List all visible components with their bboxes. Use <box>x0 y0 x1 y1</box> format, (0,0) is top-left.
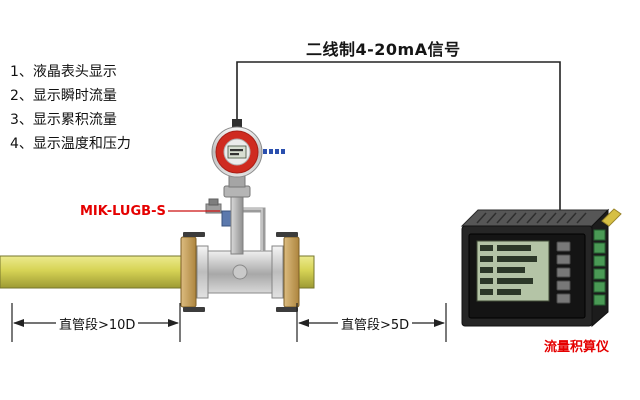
feature-item-4: 4、显示温度和压力 <box>10 136 131 152</box>
flowmeter-body <box>196 245 284 299</box>
feature-item-2: 2、显示瞬时流量 <box>10 88 117 104</box>
flowmeter-head <box>211 119 285 178</box>
head-buttons <box>263 149 285 154</box>
downstream-dimension-label: 直管段>5D <box>338 314 413 333</box>
vent-slots <box>476 212 587 224</box>
feature-list: 1、液晶表头显示 2、显示瞬时流量 3、显示累积流量 4、显示温度和压力 <box>10 60 131 156</box>
signal-wire-connector <box>601 208 622 227</box>
signal-wire <box>236 61 561 212</box>
feature-item-1: 1、液晶表头显示 <box>10 64 117 80</box>
feature-item-3: 3、显示累积流量 <box>10 112 117 128</box>
pipe-flanges <box>180 232 300 312</box>
pipe <box>0 255 315 289</box>
signal-type-label: 二线制4-20mA信号 <box>306 40 461 59</box>
head-lcd <box>227 145 247 159</box>
flowmeter-stem <box>205 175 266 255</box>
flowmeter-model-label: MIK-LUGB-S <box>80 204 166 219</box>
totalizer-device <box>460 208 622 328</box>
cable-gland <box>232 119 242 129</box>
totalizer-label: 流量积算仪 <box>544 340 610 355</box>
totalizer-buttons <box>556 241 571 304</box>
totalizer-lcd <box>476 240 550 302</box>
terminal-blocks <box>593 229 606 306</box>
upstream-dimension-label: 直管段>10D <box>56 314 139 333</box>
